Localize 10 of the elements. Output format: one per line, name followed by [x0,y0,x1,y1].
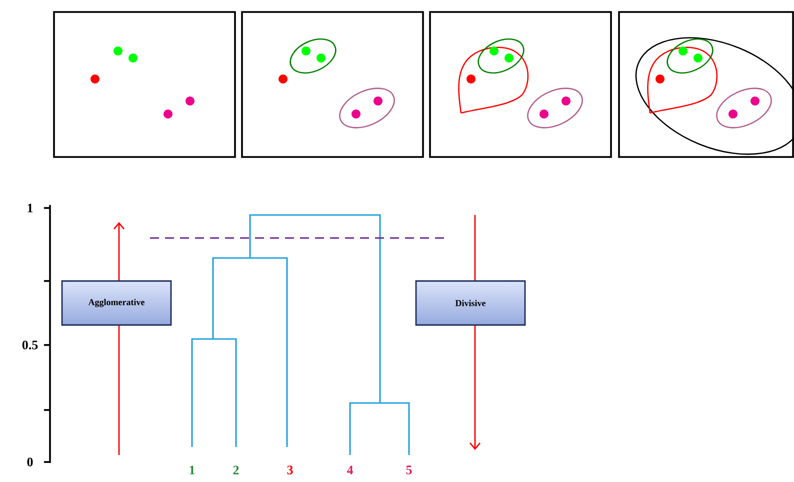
tick-label: 0.5 [22,340,38,350]
leaf-label: 3 [287,466,293,474]
process-box: Divisive [415,280,526,326]
leaf-label: 5 [406,466,412,474]
tick-label: 0 [27,458,33,466]
leaf-label: 4 [346,466,354,474]
leaf-label: 2 [233,466,239,474]
process-box: Agglomerative [61,280,172,326]
tick-label: 1 [28,204,33,212]
leaf-label: 1 [190,466,195,474]
